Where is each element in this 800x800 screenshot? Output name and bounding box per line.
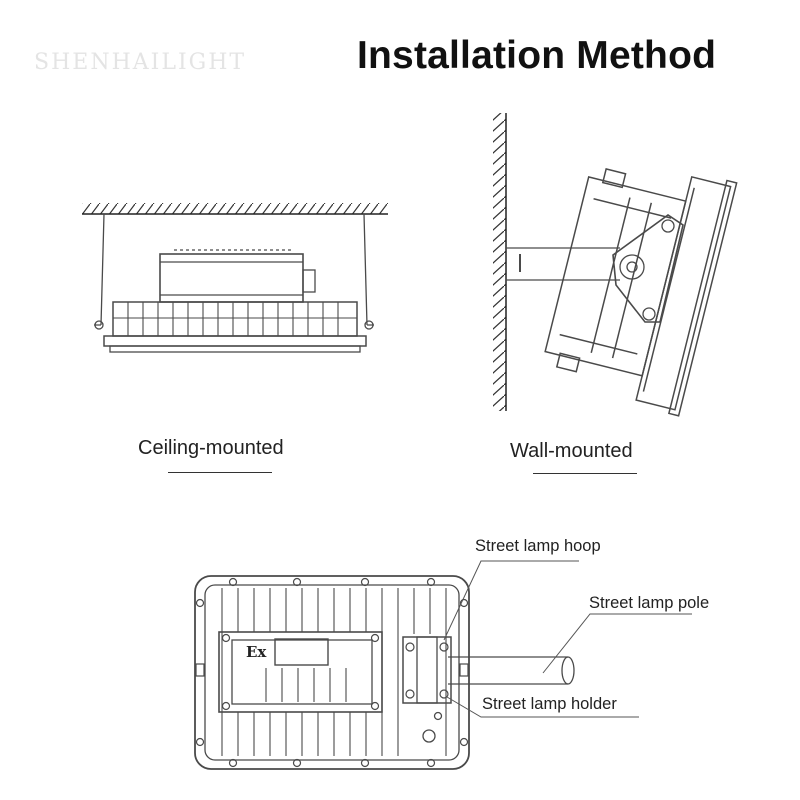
- street-lamp-drawing: [194, 560, 692, 770]
- watermark-text: SHENHAILIGHT: [34, 50, 247, 75]
- page-title: Installation Method: [357, 34, 717, 77]
- street-lamp-hoop-label: Street lamp hoop: [475, 537, 601, 555]
- ceiling-mounted-drawing: [82, 203, 388, 353]
- street-lamp-holder-label: Street lamp holder: [482, 695, 617, 713]
- wall-mounted-drawing: [493, 113, 738, 417]
- wall-mounted-caption: Wall-mounted: [510, 440, 633, 462]
- ceiling-caption-underline: [168, 472, 272, 473]
- ex-badge: Ex: [246, 643, 267, 661]
- wall-caption-underline: [533, 473, 637, 474]
- street-lamp-pole-label: Street lamp pole: [589, 594, 710, 612]
- ceiling-mounted-caption: Ceiling-mounted: [138, 437, 284, 459]
